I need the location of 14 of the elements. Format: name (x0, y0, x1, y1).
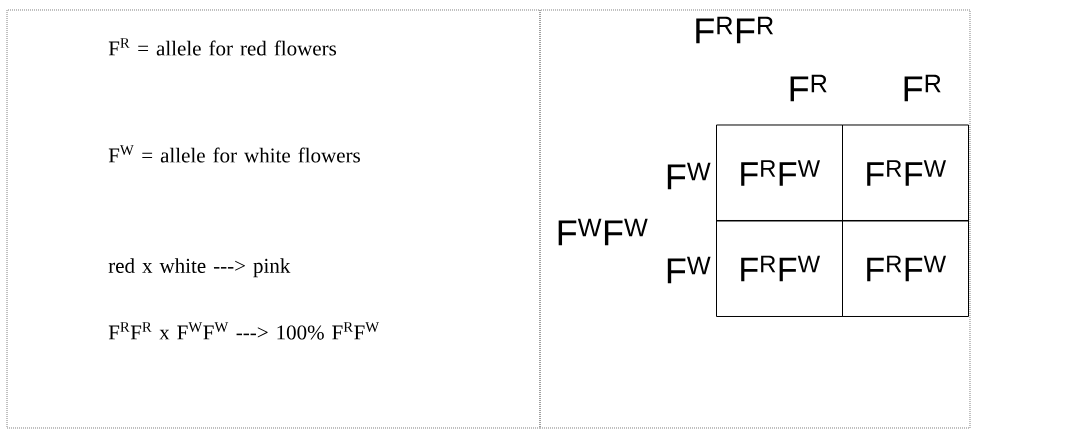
punnett-cell: F$^{R}$F$^{W}$ (842, 220, 969, 317)
allele-label: F$^{R}$ (904, 74, 941, 102)
allele-label: F$^{W}$ (667, 162, 711, 190)
genotype-label: F$^{R}$F$^{R}$ (696, 16, 774, 44)
punnett-cell: F$^{R}$F$^{W}$ (716, 220, 843, 317)
allele-label: F$^{R}$ (790, 74, 827, 102)
punnett-cell: F$^{R}$F$^{W}$ (716, 124, 843, 222)
note-text: F$^{R}$F$^{R}$ x F$^{W}$F$^{W}$ ---> 100% F$^{R}$F$^{W}$ (108, 322, 380, 340)
note-text: red x white ---> pink (108, 258, 291, 278)
note-text: F$^{R}$ = allele for red flowers (108, 38, 337, 56)
note-text: F$^{W}$ = allele for white flowers (108, 145, 360, 163)
allele-label: F$^{W}$ (667, 256, 711, 284)
genotype-label: F$^{W}$F$^{W}$ (558, 218, 648, 246)
punnett-cell: F$^{R}$F$^{W}$ (842, 124, 969, 222)
